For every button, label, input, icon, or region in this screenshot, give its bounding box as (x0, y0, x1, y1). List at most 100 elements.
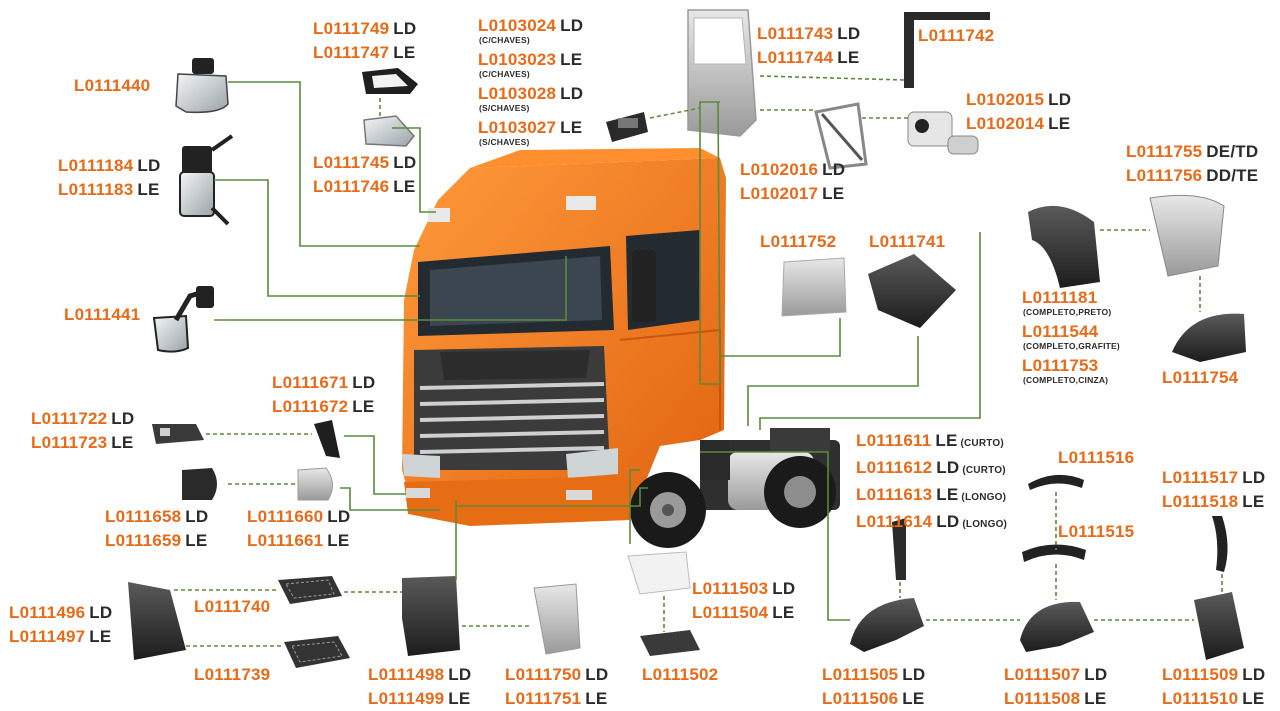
code-l0111499: L0111499 (368, 689, 445, 708)
code-l0111515: L0111515 (1058, 522, 1135, 541)
note-l0111611: (CURTO) (960, 438, 1004, 449)
code-l0111506: L0111506 (822, 689, 899, 708)
part-l0111750 (533, 583, 581, 655)
code-l0111756: L0111756 (1126, 166, 1203, 185)
code-l0103024: L0103024 (478, 16, 557, 35)
part-l0111671 (314, 420, 340, 458)
truck-illustration (402, 148, 840, 548)
note-l0103024: (C/CHAVES) (479, 35, 530, 45)
part-l0102015 (907, 111, 979, 155)
code-l0102015: L0102015 (966, 90, 1045, 109)
label-l0111516: L0111516 (1058, 446, 1134, 470)
part-l0111509 (1194, 592, 1244, 660)
code-l0111497: L0111497 (9, 627, 86, 646)
code-l0111498: L0111498 (368, 665, 445, 684)
note-l0103028: (S/CHAVES) (479, 103, 530, 113)
code-l0111747: L0111747 (313, 43, 390, 62)
part-l0111745 (363, 115, 415, 147)
part-l0111658 (182, 468, 217, 500)
side-l0111507: LD (1084, 665, 1108, 684)
code-l0102014: L0102014 (966, 114, 1045, 133)
code-l0111183: L0111183 (58, 180, 134, 199)
side-l0111755: DE/TD (1206, 142, 1259, 161)
code-l0111507: L0111507 (1004, 665, 1081, 684)
code-l0111753: L0111753 (1022, 356, 1099, 375)
label-l0111752: L0111752 (760, 230, 836, 254)
part-l0111611 (892, 518, 906, 580)
note-l0111181: (COMPLETO,PRETO) (1023, 307, 1112, 317)
part-l0111502 (640, 630, 700, 656)
label-l0111740: L0111740 (194, 595, 270, 619)
side-l0111672: LE (352, 397, 375, 416)
code-l0111516: L0111516 (1058, 448, 1135, 467)
side-l0111184: LD (137, 156, 161, 175)
code-l0111508: L0111508 (1004, 689, 1081, 708)
part-l0111741 (868, 254, 956, 328)
code-l0102016: L0102016 (740, 160, 819, 179)
code-l0111613: L0111613 (856, 485, 933, 504)
part-l0111507 (1020, 601, 1094, 652)
code-l0111746: L0111746 (313, 177, 390, 196)
code-l0111659: L0111659 (105, 531, 182, 550)
code-l0111749: L0111749 (313, 19, 390, 38)
code-l0111505: L0111505 (822, 665, 899, 684)
code-l0111739: L0111739 (194, 665, 271, 684)
code-l0111751: L0111751 (505, 689, 582, 708)
code-l0111743: L0111743 (757, 24, 834, 43)
side-l0111658: LD (185, 507, 209, 526)
code-l0111660: L0111660 (247, 507, 324, 526)
part-l0111517 (1212, 516, 1228, 572)
part-l0111496 (128, 582, 186, 660)
label-l0111502: L0111502 (642, 663, 718, 687)
part-l0111515 (1022, 544, 1086, 562)
side-l0103023: LE (560, 50, 583, 69)
side-l0111751: LE (585, 689, 608, 708)
code-l0111754: L0111754 (1162, 368, 1239, 387)
side-l0111745: LD (393, 153, 417, 172)
side-l0102015: LD (1048, 90, 1072, 109)
code-l0103023: L0103023 (478, 50, 557, 69)
part-l0111181 (1028, 205, 1100, 288)
side-l0111661: LE (327, 531, 350, 550)
code-l0111504: L0111504 (692, 603, 769, 622)
label-fender-variants: L0111181 (COMPLETO,PRETO) L0111544 (COMP… (1022, 286, 1120, 388)
code-l0111441: L0111441 (64, 305, 141, 324)
code-l0111614: L0111614 (856, 512, 933, 531)
code-l0111742: L0111742 (918, 26, 995, 45)
label-l0111515: L0111515 (1058, 520, 1134, 544)
side-l0111660: LD (327, 507, 351, 526)
note-l0111614: (LONGO) (962, 519, 1008, 530)
side-l0102016: LD (822, 160, 846, 179)
part-l0111505 (850, 598, 924, 652)
side-l0111510: LE (1242, 689, 1265, 708)
code-l0111496: L0111496 (9, 603, 86, 622)
code-l0111510: L0111510 (1162, 689, 1239, 708)
part-l0103024 (606, 112, 648, 142)
side-l0111505: LD (902, 665, 926, 684)
part-l0111749 (362, 68, 418, 94)
code-l0111611: L0111611 (856, 431, 932, 450)
side-l0102014: LE (1048, 114, 1071, 133)
part-l0111742 (904, 12, 990, 88)
code-l0111722: L0111722 (31, 409, 108, 428)
part-l0111743 (687, 9, 757, 137)
side-l0111183: LE (137, 180, 160, 199)
code-l0111184: L0111184 (58, 156, 134, 175)
side-l0111499: LE (448, 689, 471, 708)
side-l0111517: LD (1242, 468, 1266, 487)
side-l0111611: LE (935, 431, 958, 450)
side-l0102017: LE (822, 184, 845, 203)
